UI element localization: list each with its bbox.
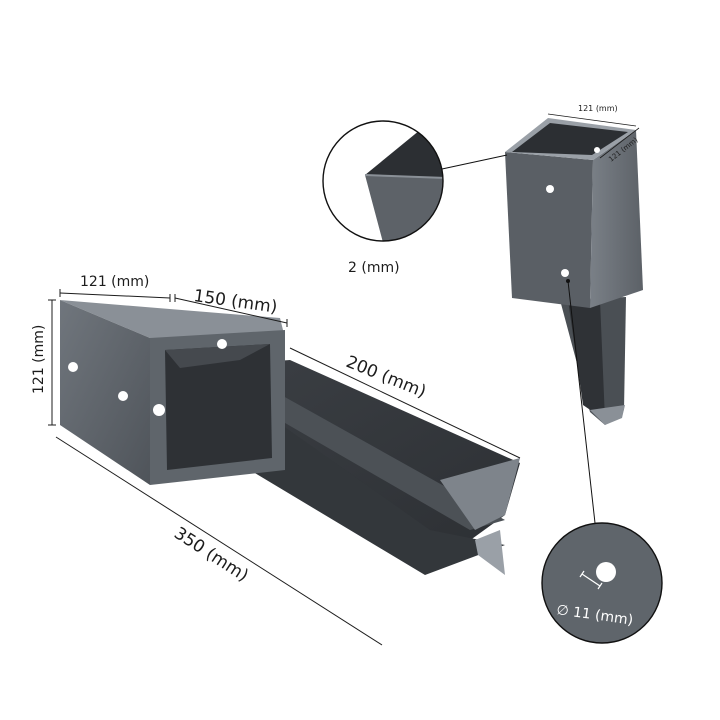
hole-leader — [567, 280, 596, 524]
side-spike-dark — [568, 300, 605, 420]
main-box-end — [60, 300, 150, 485]
thickness-leader — [441, 154, 508, 170]
side-dim-top-width-label: 121 (mm) — [578, 104, 618, 113]
main-spike-tip-lower — [475, 530, 505, 575]
thickness-label: 2 (mm) — [348, 260, 400, 276]
side-dimension-lines — [547, 113, 640, 159]
dim-height-label: 121 (mm) — [31, 325, 47, 394]
hole-circle — [541, 522, 663, 644]
side-anchor — [505, 118, 643, 425]
side-hole-1 — [546, 185, 554, 193]
main-spike-tip-upper — [440, 458, 520, 530]
side-hole-3 — [594, 147, 600, 153]
main-anchor — [60, 300, 520, 575]
dim-width-label: 121 (mm) — [80, 274, 149, 290]
side-box-left — [505, 152, 593, 308]
main-hole-4 — [217, 339, 227, 349]
hole-detail: ∅ 11 (mm) — [541, 279, 663, 644]
main-box-opening — [165, 344, 272, 470]
hole-leader-dot — [566, 279, 570, 283]
side-spike-tip — [590, 405, 625, 425]
main-box-inner-wall — [165, 344, 270, 368]
side-box-opening — [512, 123, 628, 155]
main-hole-3 — [153, 404, 165, 416]
main-hole-2 — [118, 391, 128, 401]
hole-detail-hole — [596, 562, 616, 582]
main-dimension-lines — [48, 289, 521, 646]
thickness-edge — [364, 174, 443, 179]
thickness-inner — [365, 130, 443, 178]
thickness-detail — [322, 120, 508, 242]
main-box-top — [60, 300, 285, 338]
dim-total-label: 350 (mm) — [170, 523, 252, 586]
side-hole-2 — [561, 269, 569, 277]
thickness-circle — [322, 120, 444, 242]
hole-diameter-line — [581, 573, 601, 587]
side-box-right — [590, 130, 643, 308]
main-hole-1 — [68, 362, 78, 372]
